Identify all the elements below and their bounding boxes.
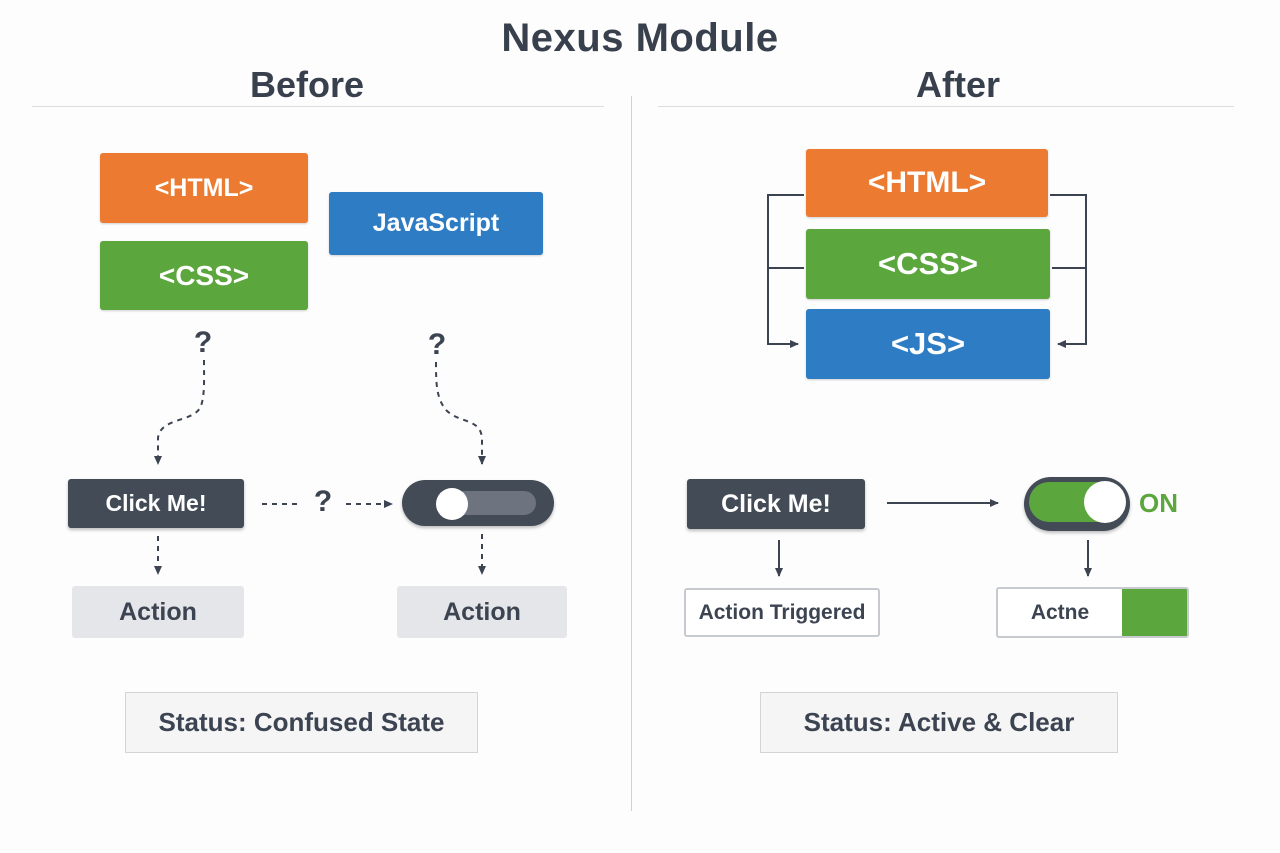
- before-toggle-switch[interactable]: [402, 480, 554, 526]
- after-action-triggered[interactable]: Action Triggered: [684, 588, 880, 637]
- before-arrow-js-to-toggle: [435, 361, 486, 465]
- after-active-label: Actne: [1030, 600, 1090, 624]
- after-heading-rule: [658, 106, 1234, 107]
- before-action-right[interactable]: Action: [397, 586, 567, 638]
- after-toggle-on-label: ON: [1139, 488, 1178, 518]
- after-status-box: Status: Active & Clear: [760, 692, 1118, 753]
- before-question-mark-middle: ?: [313, 485, 333, 518]
- after-html-block: <HTML>: [806, 149, 1048, 217]
- after-active-fill: [1122, 589, 1187, 636]
- after-toggle-knob: [1084, 481, 1126, 523]
- page-title: Nexus Module: [501, 16, 779, 60]
- after-toggle-switch[interactable]: [1024, 477, 1130, 531]
- before-heading-rule: [32, 106, 604, 107]
- before-status-box: Status: Confused State: [125, 692, 478, 753]
- before-question-mark-right: ?: [427, 328, 447, 361]
- after-heading: After: [915, 64, 1000, 105]
- before-toggle-knob: [436, 488, 468, 520]
- before-action-left[interactable]: Action: [72, 586, 244, 638]
- before-arrow-css-to-button: [154, 359, 206, 465]
- before-js-block: JavaScript: [329, 192, 543, 255]
- before-html-block: <HTML>: [100, 153, 308, 223]
- after-css-block: <CSS>: [806, 229, 1050, 299]
- after-click-me-button[interactable]: Click Me!: [687, 479, 865, 529]
- after-right-bracket: [1050, 194, 1087, 348]
- panel-divider: [631, 96, 632, 811]
- after-left-bracket: [767, 194, 804, 348]
- before-heading: Before: [249, 64, 365, 105]
- before-click-me-button[interactable]: Click Me!: [68, 479, 244, 528]
- before-css-block: <CSS>: [100, 241, 308, 310]
- after-active-action[interactable]: Actne: [996, 587, 1189, 638]
- before-question-mark-left: ?: [193, 326, 213, 359]
- after-js-block: <JS>: [806, 309, 1050, 379]
